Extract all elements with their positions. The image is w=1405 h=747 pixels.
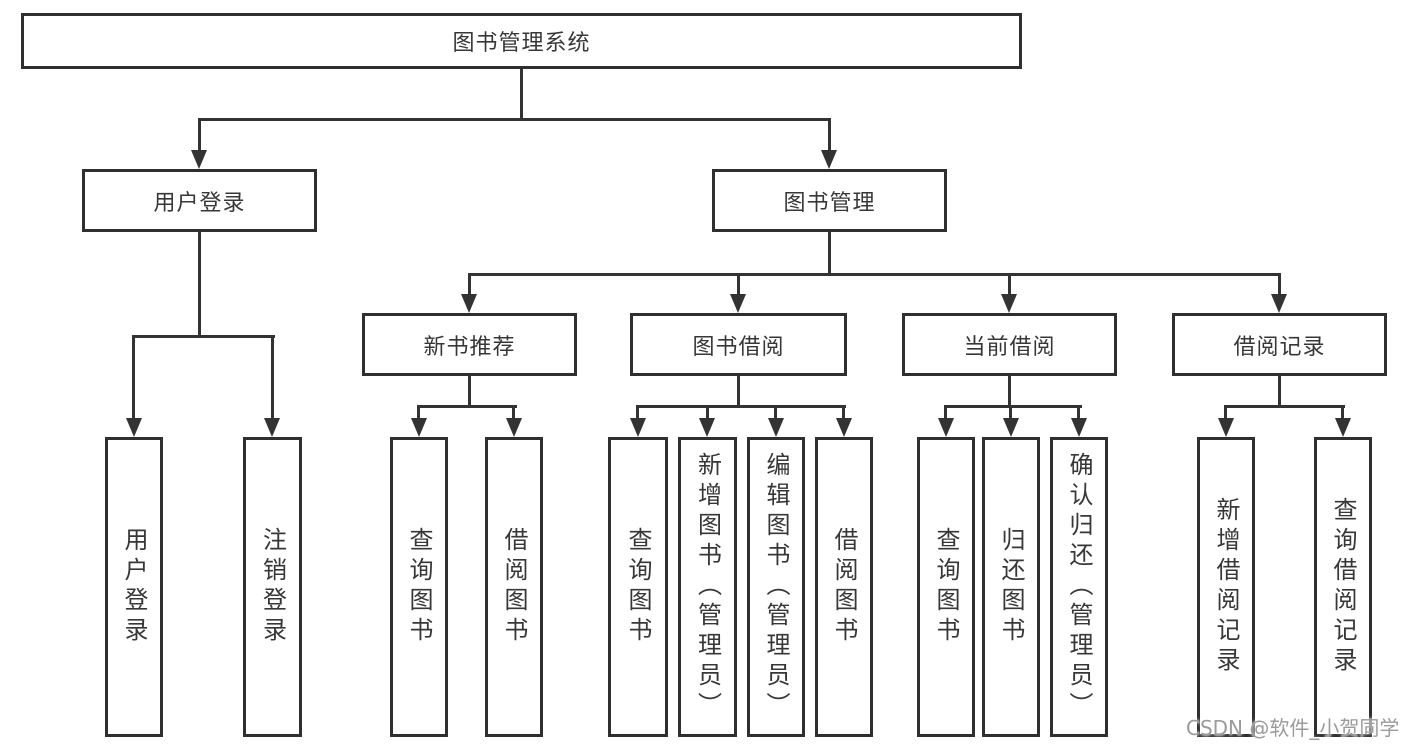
connector-line (706, 405, 709, 422)
connector-line (198, 118, 201, 153)
node-borrowing-edit-label: 编辑图书（管理员） (762, 452, 790, 722)
node-recommend-query-label: 查询图书 (405, 527, 433, 647)
node-borrowing-query: 查询图书 (608, 437, 668, 737)
connector-line (468, 273, 471, 297)
node-borrowing-borrow: 借阅图书 (815, 437, 873, 737)
connector-line (1341, 405, 1344, 422)
arrow-down-icon (506, 418, 522, 437)
node-current: 当前借阅 (902, 313, 1117, 376)
node-records: 借阅记录 (1172, 313, 1387, 376)
arrow-down-icon (191, 150, 207, 169)
connector-line (828, 232, 831, 276)
arrow-down-icon (1335, 418, 1351, 437)
arrow-down-icon (699, 418, 715, 437)
node-current-confirm-label: 确认归还（管理员） (1065, 452, 1093, 722)
arrow-down-icon (821, 150, 837, 169)
connector-line (828, 118, 831, 153)
arrow-down-icon (1218, 418, 1234, 437)
connector-line (774, 405, 777, 422)
connector-line (417, 405, 420, 422)
node-current-confirm: 确认归还（管理员） (1050, 437, 1108, 737)
connector-line (198, 118, 831, 121)
node-login-user-label: 用户登录 (120, 527, 148, 647)
node-login-logout-label: 注销登录 (258, 527, 287, 647)
connector-line (468, 376, 471, 408)
node-recommend-label: 新书推荐 (423, 334, 516, 360)
node-current-query: 查询图书 (917, 437, 975, 737)
node-records-query-label: 查询借阅记录 (1329, 497, 1357, 677)
node-login-logout: 注销登录 (243, 437, 302, 737)
node-current-return: 归还图书 (982, 437, 1040, 737)
connector-line (737, 376, 740, 408)
node-recommend-borrow: 借阅图书 (485, 437, 543, 737)
arrow-down-icon (461, 294, 477, 313)
watermark: CSDN @软件_小贺同学 (1186, 716, 1400, 740)
arrow-down-icon (768, 418, 784, 437)
connector-line (944, 405, 1082, 408)
node-root: 图书管理系统 (21, 13, 1022, 69)
connector-line (737, 273, 740, 297)
arrow-down-icon (264, 418, 280, 437)
connector-line (417, 405, 517, 408)
node-root-label: 图书管理系统 (452, 31, 591, 56)
connector-line (842, 405, 845, 422)
node-login-label: 用户登录 (153, 190, 246, 216)
connector-line (198, 232, 201, 338)
node-borrowing-add-label: 新增图书（管理员） (693, 452, 722, 722)
arrow-down-icon (1003, 418, 1019, 437)
arrow-down-icon (1001, 294, 1017, 313)
node-records-label: 借阅记录 (1233, 334, 1326, 360)
node-login-user: 用户登录 (105, 437, 163, 737)
connector-line (1008, 273, 1011, 297)
node-current-query-label: 查询图书 (932, 527, 960, 647)
connector-line (636, 405, 846, 408)
node-login: 用户登录 (82, 169, 317, 232)
arrow-down-icon (836, 418, 852, 437)
arrow-down-icon (126, 418, 142, 437)
arrow-down-icon (411, 418, 427, 437)
node-borrowing-edit: 编辑图书（管理员） (747, 437, 805, 737)
arrow-down-icon (938, 418, 954, 437)
connector-line (271, 335, 274, 422)
connector-line (468, 273, 1281, 276)
connector-line (1278, 376, 1281, 408)
arrow-down-icon (1071, 418, 1087, 437)
arrow-down-icon (730, 294, 746, 313)
node-borrowing-label: 图书借阅 (692, 334, 785, 360)
node-mgmt-label: 图书管理 (783, 190, 876, 216)
node-recommend-borrow-label: 借阅图书 (500, 527, 528, 647)
connector-line (512, 405, 515, 422)
arrow-down-icon (630, 418, 646, 437)
connector-line (1224, 405, 1227, 422)
connector-line (1009, 405, 1012, 422)
node-borrowing-add: 新增图书（管理员） (678, 437, 737, 737)
arrow-down-icon (1271, 294, 1287, 313)
node-records-query: 查询借阅记录 (1314, 437, 1372, 737)
node-borrowing-query-label: 查询图书 (624, 527, 652, 647)
node-records-add: 新增借阅记录 (1197, 437, 1255, 737)
connector-line (636, 405, 639, 422)
connector-line (132, 335, 275, 338)
node-borrowing-borrow-label: 借阅图书 (830, 527, 858, 647)
connector-line (1077, 405, 1080, 422)
connector-line (1008, 376, 1011, 408)
connector-line (1278, 273, 1281, 297)
connector-line (1224, 405, 1345, 408)
connector-line (520, 69, 523, 120)
node-recommend: 新书推荐 (362, 313, 577, 376)
node-mgmt: 图书管理 (712, 169, 947, 232)
connector-line (944, 405, 947, 422)
node-records-add-label: 新增借阅记录 (1212, 497, 1240, 677)
node-recommend-query: 查询图书 (390, 437, 448, 737)
node-borrowing: 图书借阅 (630, 313, 847, 376)
node-current-return-label: 归还图书 (997, 527, 1025, 647)
connector-line (132, 335, 135, 422)
node-current-label: 当前借阅 (963, 334, 1056, 360)
